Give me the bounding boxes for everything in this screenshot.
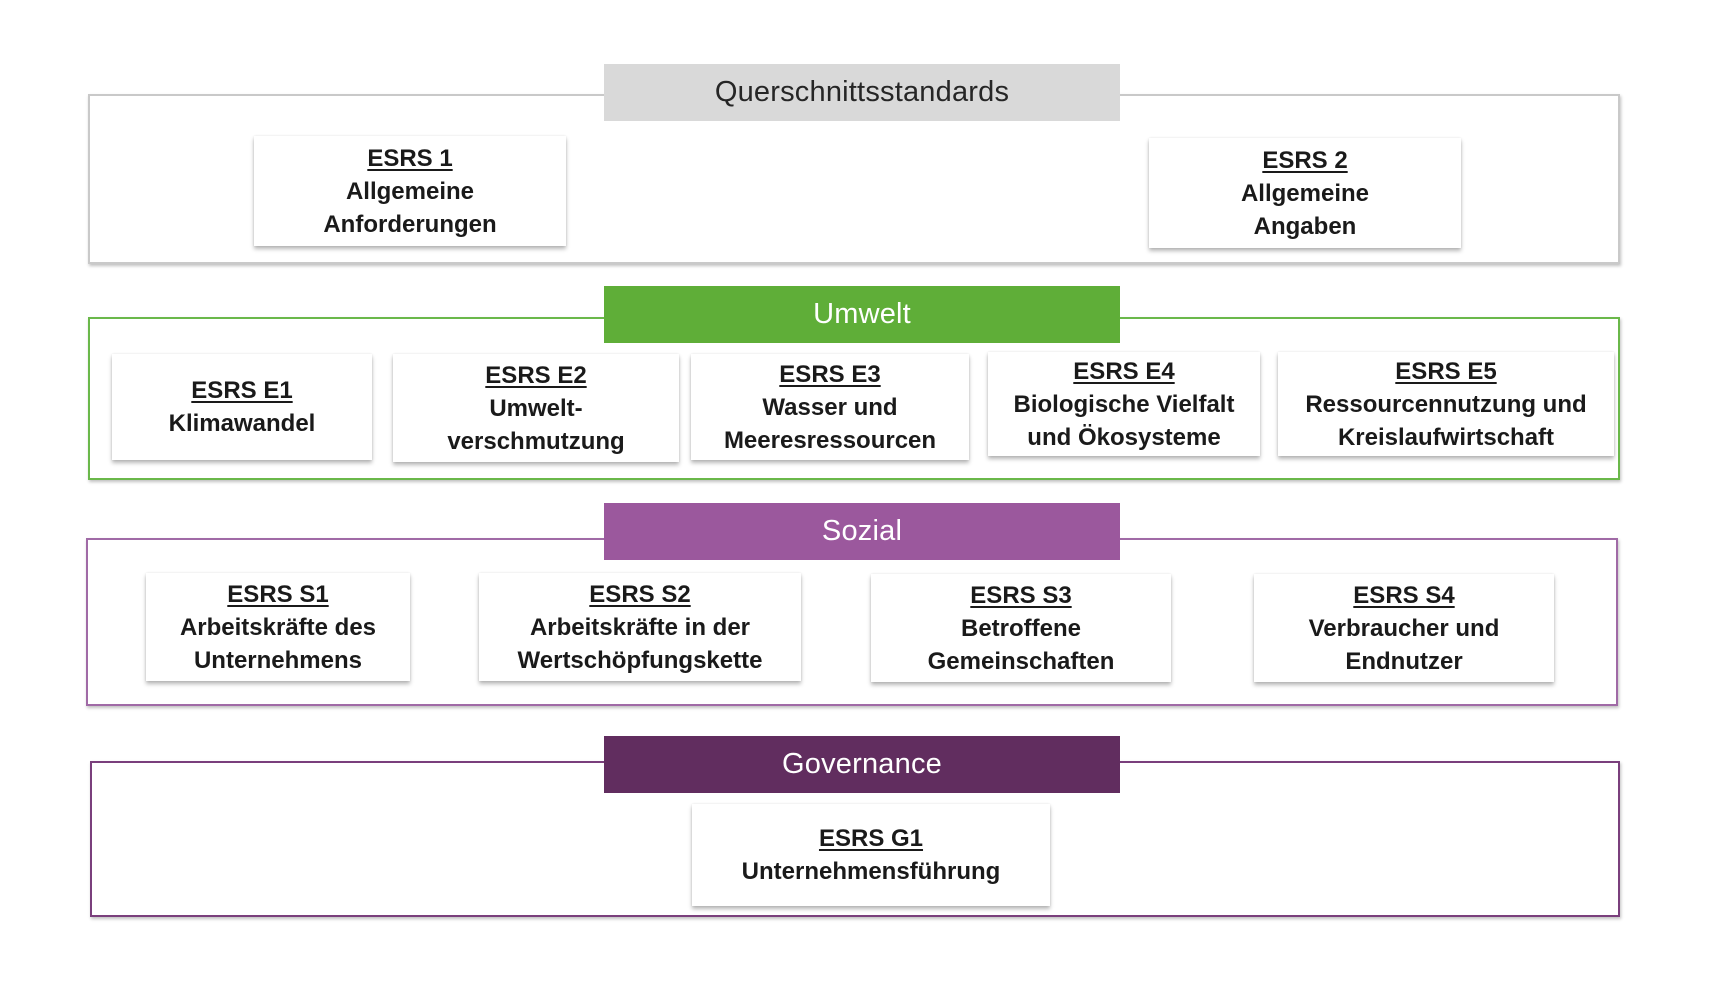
esrs-e5-line-1: Ressourcennutzung und [1305,390,1587,418]
esrs-e3-line-2: Meeresressourcen [723,426,937,454]
esrs-1-line-1: Allgemeine [345,177,475,205]
esrs-s1-card: ESRS S1 Arbeitskräfte des Unternehmens [146,573,410,681]
esrs-1-line-2: Anforderungen [323,210,497,238]
esrs-s4-line-1: Verbraucher und [1308,614,1500,642]
esrs-e2-card: ESRS E2 Umwelt- verschmutzung [393,354,679,462]
esrs-s3-code: ESRS S3 [970,581,1072,609]
esrs-s3-line-1: Betroffene [960,614,1081,642]
esrs-2-line-1: Allgemeine [1240,179,1370,207]
esrs-e2-line-2: verschmutzung [447,427,625,455]
esrs-e5-line-2: Kreislaufwirtschaft [1337,423,1555,451]
cross-cutting-header: Querschnittsstandards [604,64,1120,121]
esrs-e1-line-1: Klimawandel [168,410,316,437]
esrs-s1-code: ESRS S1 [227,580,329,608]
esrs-e3-card: ESRS E3 Wasser und Meeresressourcen [691,354,969,460]
esrs-1-card: ESRS 1 Allgemeine Anforderungen [254,136,566,246]
esrs-e5-code: ESRS E5 [1395,357,1497,385]
esrs-e3-code: ESRS E3 [779,360,881,388]
governance-header: Governance [604,736,1120,793]
esrs-s4-card: ESRS S4 Verbraucher und Endnutzer [1254,574,1554,682]
esrs-s1-line-1: Arbeitskräfte des [179,613,377,641]
esrs-s3-line-2: Gemeinschaften [927,647,1115,675]
esrs-e4-card: ESRS E4 Biologische Vielfalt und Ökosyst… [988,352,1260,456]
esrs-s2-line-2: Wertschöpfungskette [517,646,763,674]
esrs-s3-card: ESRS S3 Betroffene Gemeinschaften [871,574,1171,682]
esrs-s2-card: ESRS S2 Arbeitskräfte in der Wertschöpfu… [479,573,801,681]
esrs-s4-code: ESRS S4 [1353,581,1455,609]
environment-header: Umwelt [604,286,1120,343]
esrs-e2-code: ESRS E2 [485,361,587,389]
esrs-g1-card: ESRS G1 Unternehmensführung [692,804,1050,906]
esrs-s2-code: ESRS S2 [589,580,691,608]
esrs-e4-line-2: und Ökosysteme [1027,423,1221,451]
esrs-2-line-2: Angaben [1253,212,1357,240]
esrs-g1-code: ESRS G1 [818,825,924,852]
esrs-s4-line-2: Endnutzer [1345,647,1463,675]
esrs-e1-card: ESRS E1 Klimawandel [112,354,372,460]
esrs-2-card: ESRS 2 Allgemeine Angaben [1149,138,1461,248]
esrs-s2-line-1: Arbeitskräfte in der [529,613,751,641]
esrs-e3-line-1: Wasser und [762,393,898,421]
esrs-1-code: ESRS 1 [367,144,453,172]
esrs-e1-code: ESRS E1 [191,377,293,404]
esrs-s1-line-2: Unternehmens [193,646,363,674]
esrs-e5-card: ESRS E5 Ressourcennutzung und Kreislaufw… [1278,352,1614,456]
esrs-e4-line-1: Biologische Vielfalt [1013,390,1235,418]
esrs-e2-line-1: Umwelt- [489,394,583,422]
social-header: Sozial [604,503,1120,560]
esrs-2-code: ESRS 2 [1262,146,1348,174]
esrs-g1-line-1: Unternehmensführung [741,858,1001,885]
esrs-e4-code: ESRS E4 [1073,357,1175,385]
